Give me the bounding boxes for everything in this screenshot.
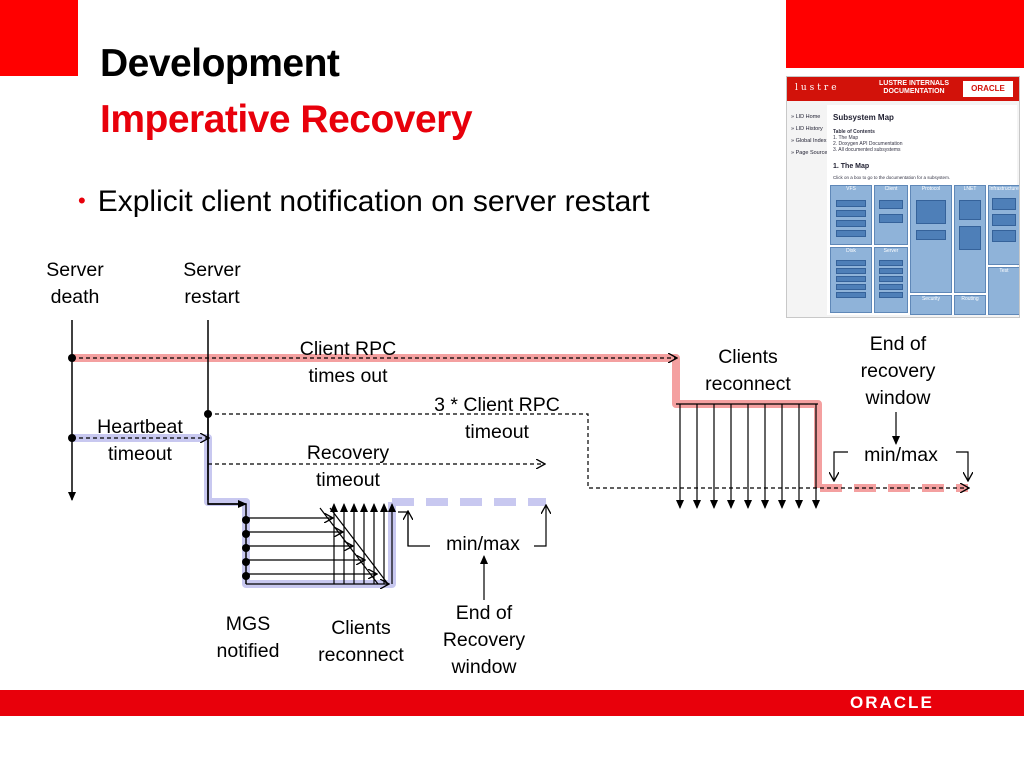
right-minmax-bracket-left	[834, 451, 848, 480]
label-server-restart: Server restart	[183, 259, 241, 308]
lustre-logo: lustre	[795, 83, 840, 93]
map-box-infrastructure: Infrastructure	[988, 185, 1019, 265]
thumbnail-nav-item: » Global Index	[791, 138, 827, 144]
thumbnail-nav-item: » LID History	[791, 126, 823, 132]
thumbnail-toc: Table of Contents 1. The Map 2. Doxygen …	[833, 129, 903, 153]
right-minmax-bracket-right	[956, 451, 968, 480]
label-minmax-right: min/max	[864, 444, 938, 466]
thumbnail-toc-title: Table of Contents	[833, 129, 875, 135]
left-reconnect-fan	[246, 507, 388, 584]
right-reconnect-verticals	[676, 404, 820, 509]
bullet-text: Explicit client notification on server r…	[97, 185, 650, 218]
left-minmax-bracket-left	[398, 511, 430, 547]
thumbnail-heading: Subsystem Map	[833, 113, 894, 122]
map-box-client: Client	[874, 185, 908, 245]
label-end-of-recovery-right: End of recovery window	[860, 333, 936, 409]
oracle-logo: ORACLE	[850, 693, 934, 712]
page-title: Development	[100, 42, 340, 85]
page-subtitle: Imperative Recovery	[100, 98, 473, 141]
label-heartbeat-timeout: Heartbeat timeout	[97, 416, 183, 465]
thumbnail-main: Subsystem Map Table of Contents 1. The M…	[827, 105, 1019, 315]
thumbnail-toc-item: 1. The Map	[833, 135, 859, 141]
thumbnail-header: lustre LUSTRE INTERNALS DOCUMENTATION OR…	[787, 77, 1019, 101]
thumbnail-section: 1. The Map	[833, 163, 870, 170]
label-clients-reconnect-right: Clients reconnect	[705, 346, 791, 395]
map-box-vfs: VFS	[830, 185, 872, 245]
thumbnail-note: Click on a box to go to the documentatio…	[833, 175, 951, 180]
label-mgs-notified: MGS notified	[216, 613, 280, 662]
label-clients-reconnect-left: Clients reconnect	[318, 617, 404, 666]
map-box-routing: Routing	[954, 295, 986, 315]
footer-bar	[0, 690, 1024, 716]
corner-block-right	[786, 0, 1024, 68]
map-box-test: Test	[988, 267, 1019, 315]
thumbnail-oracle-logo: ORACLE	[963, 81, 1013, 97]
thumbnail-nav-item: » LID Home	[791, 114, 821, 120]
map-box-security: Security	[910, 295, 952, 315]
map-box-lnet: LNET	[954, 185, 986, 293]
map-box-disk: Disk	[830, 247, 872, 313]
bullet-point: • Explicit client notification on server …	[78, 185, 650, 221]
label-end-of-recovery-left: End of Recovery window	[442, 602, 526, 678]
corner-block-left	[0, 0, 78, 76]
label-client-rpc-timeout: Client RPC times out	[299, 338, 397, 387]
thumbnail-nav-item: » Page Source	[791, 150, 828, 156]
thumbnail-toc-item: 3. All documented subsystems	[833, 147, 901, 153]
label-recovery-timeout: Recovery timeout	[306, 442, 390, 491]
thumbnail-header-title: LUSTRE INTERNALS DOCUMENTATION	[879, 80, 949, 95]
label-three-client-rpc: 3 * Client RPC timeout	[434, 394, 560, 443]
thumbnail-nav: » LID Home » LID History » Global Index …	[791, 111, 827, 159]
map-box-server: Server	[874, 247, 908, 313]
label-server-death: Server death	[46, 259, 104, 308]
left-minmax-bracket-right	[534, 506, 546, 547]
bullet-dot-icon: •	[78, 188, 86, 213]
label-minmax-mid: min/max	[446, 533, 520, 555]
three-rpc-timeout-line	[208, 413, 968, 488]
thumbnail-toc-item: 2. Doxygen API Documentation	[833, 141, 903, 147]
left-reconnect-verticals	[330, 503, 396, 584]
documentation-thumbnail: lustre LUSTRE INTERNALS DOCUMENTATION OR…	[786, 76, 1020, 318]
map-box-protocol: Protocol	[910, 185, 952, 293]
